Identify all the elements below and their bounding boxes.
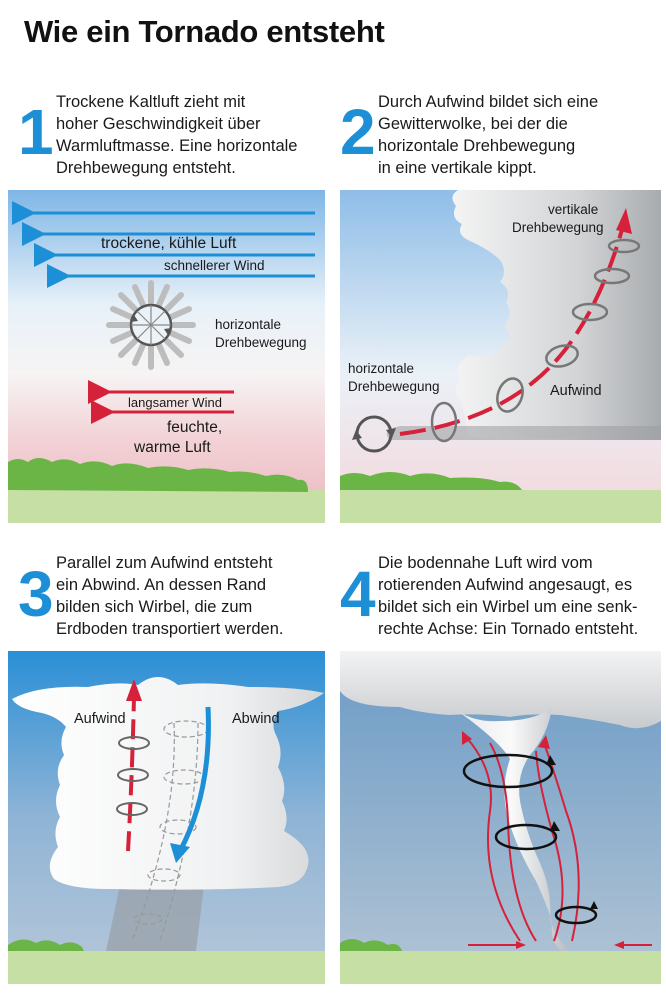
step-3-number: 3 [18,558,54,630]
rain-shaft [106,885,204,951]
step-4-line: Die bodennahe Luft wird vom [378,554,593,572]
panel-2-thunderstorm-cloud: vertikale Drehbewegung horizontale Drehb… [340,190,661,523]
step-1-line: Drehbewegung entsteht. [56,159,236,177]
label-updraft: Aufwind [74,711,126,727]
label-rotation-line-2: Drehbewegung [215,335,307,350]
storm-cloud [340,651,661,729]
ground [8,951,325,984]
step-2-line: Durch Aufwind bildet sich eine [378,93,599,111]
grass [8,458,308,492]
grass [340,472,522,490]
rotation-rings [462,753,598,925]
step-3-description: Parallel zum Aufwind entsteht ein Abwind… [56,552,283,640]
step-1-number: 1 [18,96,54,168]
step-4-line: bildet sich ein Wirbel um eine senk- [378,598,638,616]
step-4-line: rotierenden Aufwind angesaugt, es [378,576,633,594]
updraft-swirls [116,736,150,816]
cold-air-arrows [11,201,315,288]
step-4-line: rechte Achse: Ein Tornado entsteht. [378,620,639,638]
label-horizontal-rotation-line-1: horizontale [348,361,414,376]
storm-cloud [452,190,661,440]
page-title: Wie ein Tornado entsteht [24,14,385,49]
label-vertical-rotation-line-2: Drehbewegung [512,220,604,235]
step-2-description: Durch Aufwind bildet sich eine Gewitterw… [378,91,598,179]
step-1-line: Trockene Kaltluft zieht mit [56,93,246,111]
step-2-number: 2 [340,96,376,168]
ground [8,490,325,523]
slow-wind-arrows [88,380,234,424]
step-1-line: Warmluftmasse. Eine horizontale [56,137,298,155]
label-dry-cool-air: trockene, kühle Luft [101,235,237,252]
step-2-line: horizontale Drehbewegung [378,137,576,155]
label-vertical-rotation-line-1: vertikale [548,202,598,217]
storm-cloud [12,677,324,890]
updraft-arrow [399,225,625,436]
step-4-description: Die bodennahe Luft wird vom rotierenden … [378,552,638,640]
step-3-line: Parallel zum Aufwind entsteht [56,554,273,572]
grass [8,939,84,951]
label-humid-line-1: feuchte, [167,419,222,436]
label-rotation-line-1: horizontale [215,317,281,332]
label-faster-wind: schnellerer Wind [164,258,265,273]
label-downdraft: Abwind [232,711,280,727]
step-3-line: ein Abwind. An dessen Rand [56,576,267,594]
label-slower-wind: langsamer Wind [128,395,222,410]
panel-1-cold-air-over-warm-air: trockene, kühle Luft schnellerer Wind [8,190,325,523]
step-1-description: Trockene Kaltluft zieht mit hoher Geschw… [56,91,297,179]
horizontal-rotation-wheel [106,280,196,370]
updraft-arrows [465,736,652,946]
step-1-line: hoher Geschwindigkeit über [56,115,261,133]
panel-3-updraft-downdraft: Aufwind Abwind [8,651,325,984]
tornado-funnel [452,707,570,951]
label-horizontal-rotation-line-2: Drehbewegung [348,379,440,394]
step-3-line: Erdboden transportiert werden. [56,620,284,638]
step-4-number: 4 [340,558,376,630]
ground [340,490,661,523]
step-2-line: Gewitterwolke, bei der die [378,115,568,133]
grass [340,939,402,951]
step-3-line: bilden sich Wirbel, die zum [56,598,253,616]
updraft-arrow [126,696,136,852]
panel-4-tornado [340,651,661,984]
step-2-line: in eine vertikale kippt. [378,159,537,177]
label-humid-line-2: warme Luft [133,439,211,456]
ground [340,951,661,984]
downdraft-arrow [177,706,211,853]
label-updraft: Aufwind [550,383,602,399]
